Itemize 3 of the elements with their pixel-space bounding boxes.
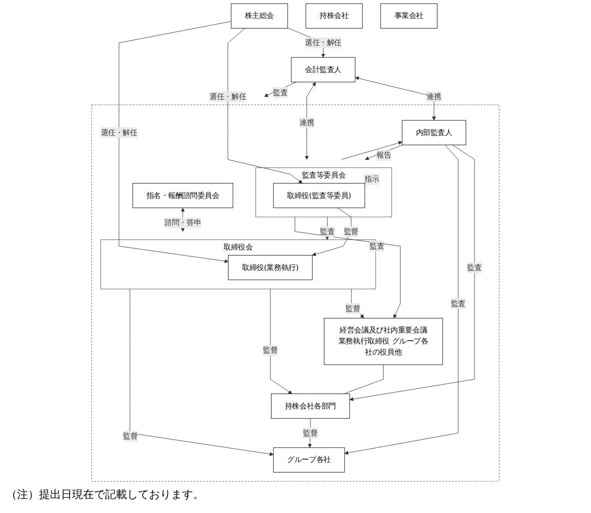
footnote: （注）提出日現在で記載しております。 <box>6 487 205 502</box>
cluster <box>92 104 500 482</box>
connector <box>344 364 384 394</box>
